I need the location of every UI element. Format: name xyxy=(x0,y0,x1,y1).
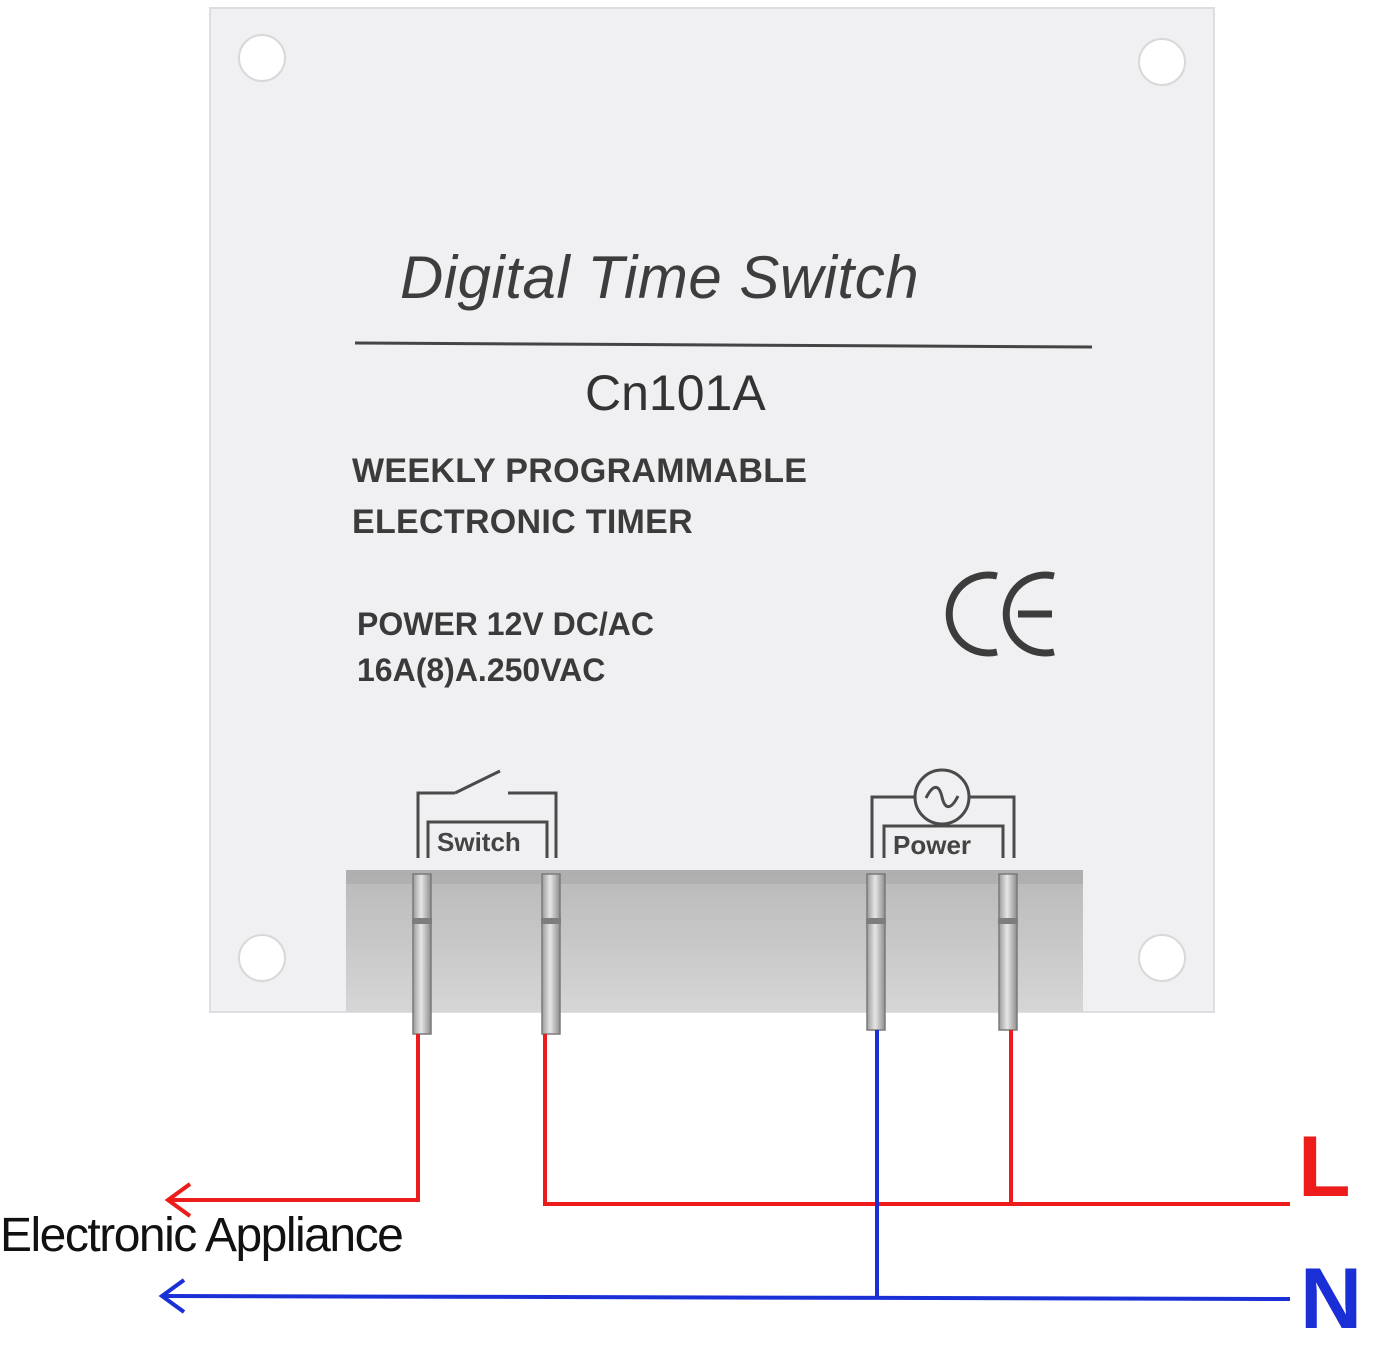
ce-mark-icon xyxy=(945,571,1055,657)
device-body xyxy=(209,7,1215,1013)
description-line-2: ELECTRONIC TIMER xyxy=(352,503,694,541)
device-title: Digital Time Switch xyxy=(400,244,920,311)
appliance-label: Electronic Appliance xyxy=(0,1209,404,1262)
arrow-left-icon xyxy=(164,1182,192,1218)
terminal-pin xyxy=(541,873,561,1035)
model-number: Cn101A xyxy=(585,365,766,421)
mounting-hole-icon xyxy=(1138,934,1186,982)
switch-terminal-label: Switch xyxy=(437,827,521,857)
live-line-label: L xyxy=(1298,1119,1351,1215)
power-rating-line-1: POWER 12V DC/AC xyxy=(357,606,654,642)
mounting-hole-icon xyxy=(238,34,286,82)
live-wire xyxy=(168,1030,1290,1206)
switch-contact-symbol-icon xyxy=(416,769,558,858)
ac-power-symbol-icon xyxy=(870,768,1016,858)
terminal-slot xyxy=(346,870,1083,1012)
terminal-pin xyxy=(998,873,1018,1031)
mounting-hole-icon xyxy=(1138,38,1186,86)
arrow-left-icon xyxy=(158,1278,186,1314)
neutral-line-label: N xyxy=(1300,1251,1363,1347)
mounting-hole-icon xyxy=(238,934,286,982)
neutral-wire xyxy=(161,1030,1291,1301)
terminal-pin xyxy=(412,873,432,1035)
title-divider xyxy=(354,341,1093,349)
power-rating-line-2: 16A(8)A.250VAC xyxy=(357,652,606,688)
power-terminal-label: Power xyxy=(893,830,972,860)
terminal-pin xyxy=(866,873,886,1031)
description-line-1: WEEKLY PROGRAMMABLE xyxy=(352,452,808,490)
